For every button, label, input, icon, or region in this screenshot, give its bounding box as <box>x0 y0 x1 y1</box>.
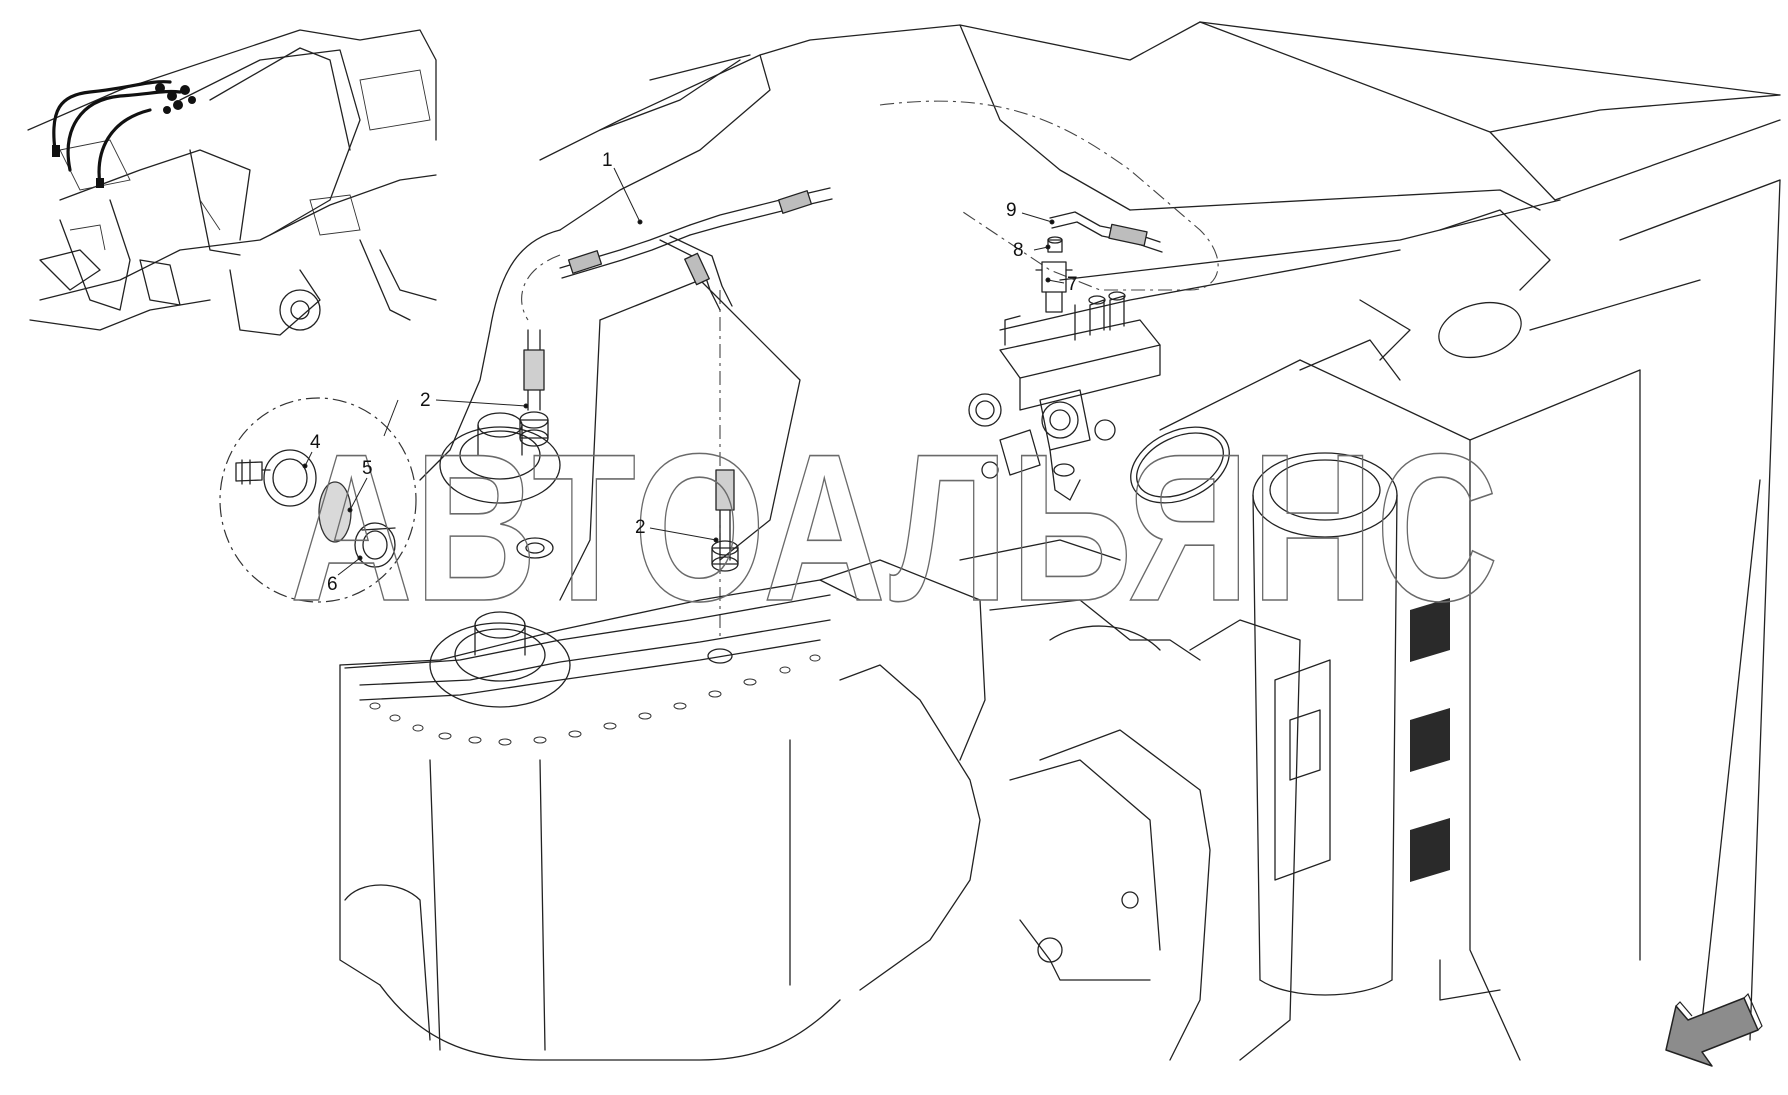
fitting-8 <box>1047 236 1063 253</box>
hose-assembly-1 <box>523 187 833 561</box>
direction-arrow-icon <box>1665 992 1763 1067</box>
fitting-2-lower <box>711 540 739 572</box>
fitting-7 <box>1035 261 1073 313</box>
callout-9: 9 <box>1006 200 1017 221</box>
fitting-2-upper <box>519 411 549 447</box>
watermark: АВТОАЛЬЯНС <box>290 410 1500 645</box>
callout-8: 8 <box>1013 240 1024 261</box>
callout-2b: 2 <box>635 517 646 538</box>
fitting-9-hose <box>1049 211 1163 253</box>
valve-block <box>968 291 1161 501</box>
callout-4: 4 <box>310 432 321 453</box>
callout-2a: 2 <box>420 390 431 411</box>
column-unit <box>1252 452 1398 996</box>
overview-inset <box>27 27 437 351</box>
mount-left-lower <box>429 611 733 708</box>
leader-lines <box>302 167 1065 576</box>
tank-outline <box>879 100 1219 291</box>
hose-routing-path <box>521 254 721 640</box>
callout-7: 7 <box>1067 274 1078 295</box>
mount-left-upper <box>439 412 561 559</box>
callout-6: 6 <box>327 574 338 595</box>
callout-1: 1 <box>602 150 613 171</box>
callout-labels: 1 2 2 4 5 6 7 8 9 <box>310 150 1078 595</box>
callout-5: 5 <box>362 458 373 479</box>
detail-view <box>219 397 417 603</box>
